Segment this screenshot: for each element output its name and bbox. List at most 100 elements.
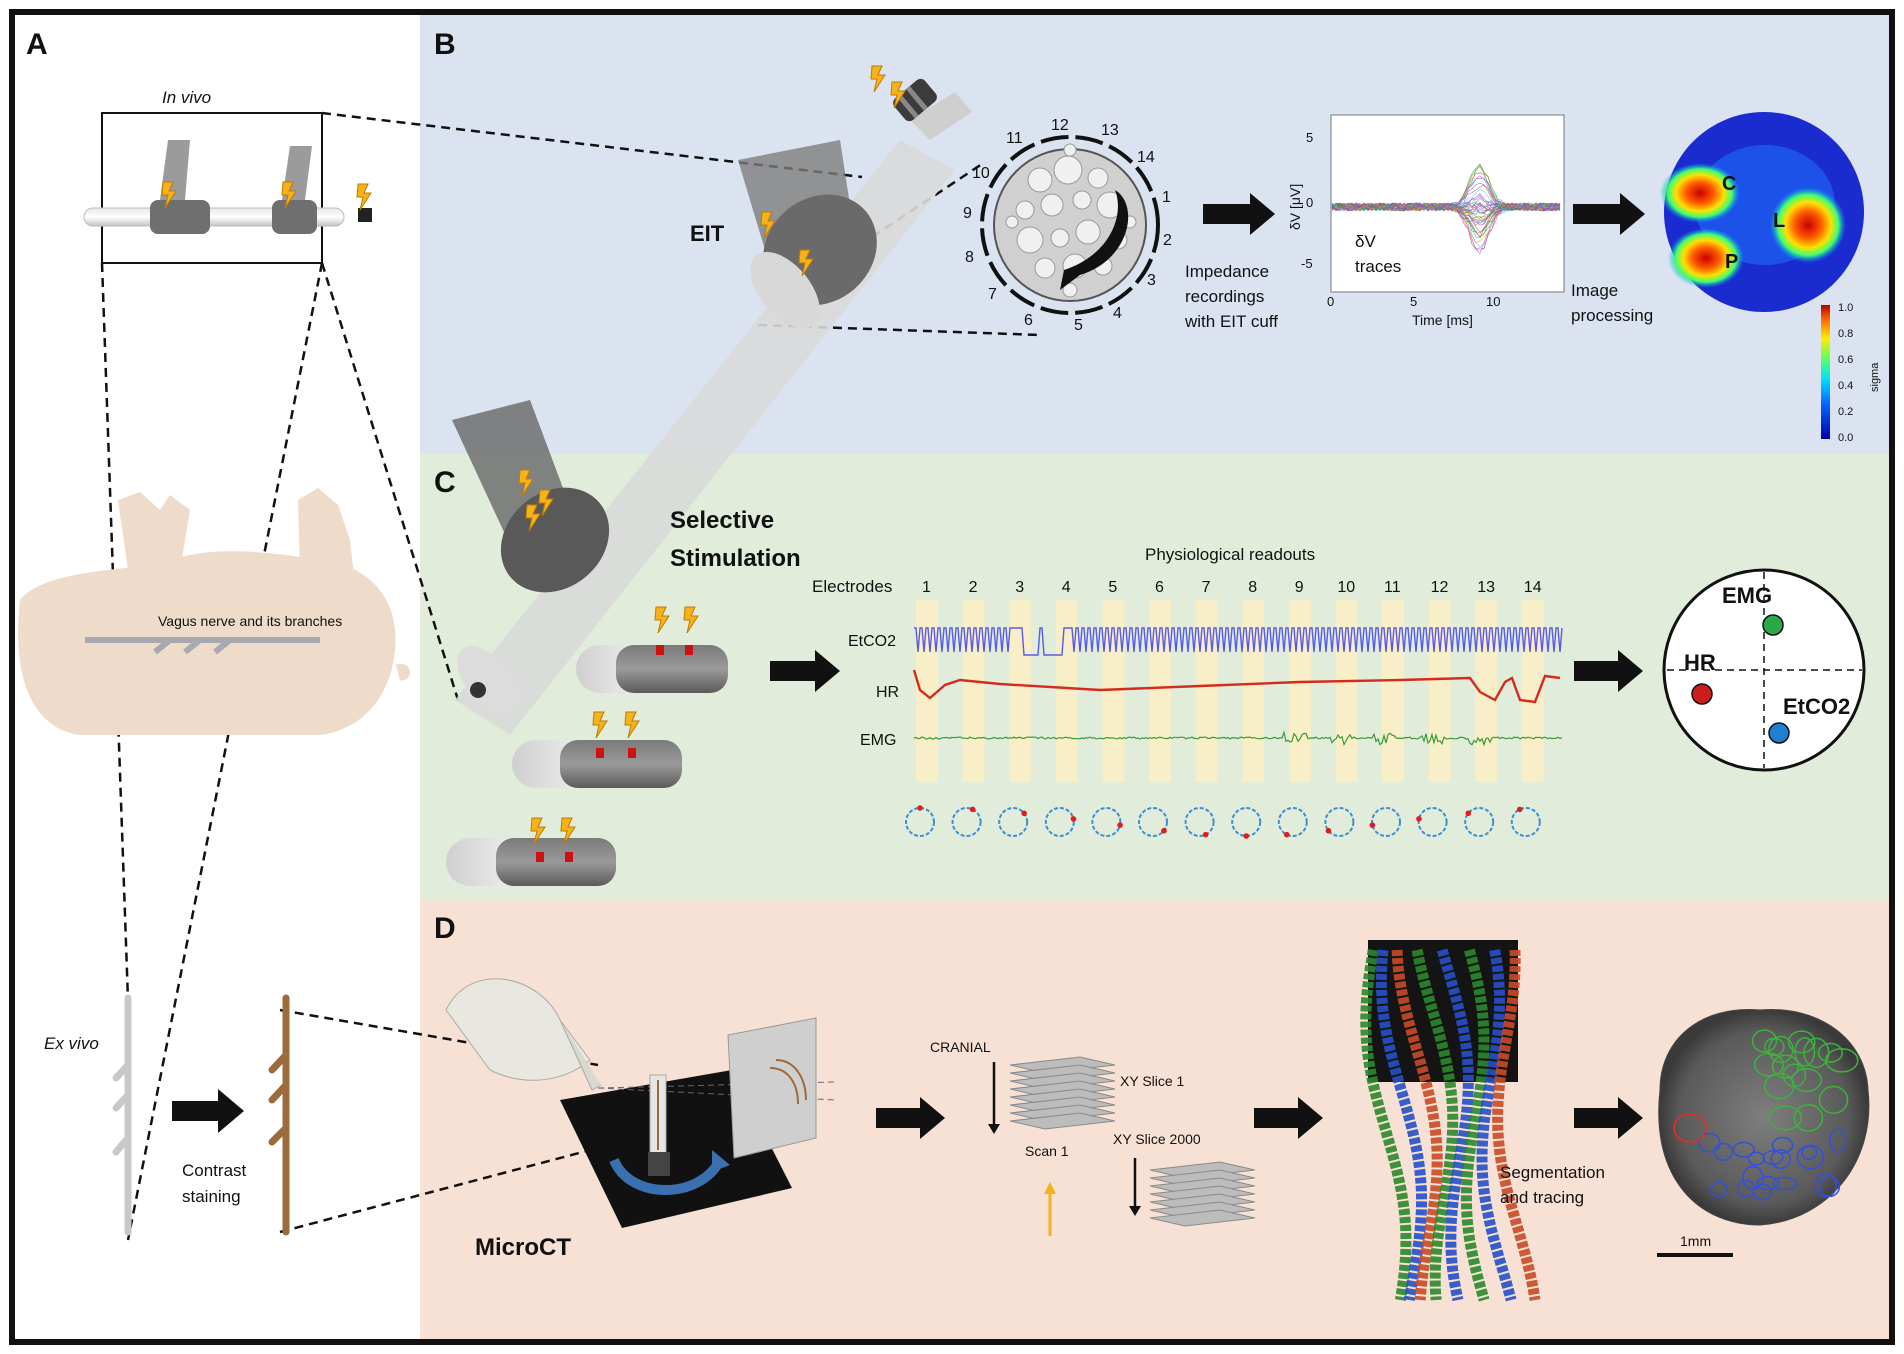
- hr-trace: [912, 669, 1561, 704]
- cs-electrode-10: 10: [972, 165, 990, 182]
- ct-fascicle-green: [1768, 1105, 1803, 1131]
- ct-fascicle-blue: [1771, 1136, 1794, 1154]
- panel-c-letter: C: [434, 466, 456, 499]
- electrode-column: [1009, 600, 1032, 782]
- ex-vivo-label: Ex vivo: [44, 1034, 99, 1053]
- ct-fascicle-blue: [1756, 1175, 1780, 1191]
- scalebar-label: 1mm: [1680, 1233, 1711, 1249]
- eit-label: EIT: [690, 221, 725, 246]
- trace-xtick-5: 5: [1410, 294, 1417, 309]
- contrast-label-1: Contrast: [182, 1161, 247, 1180]
- electrode-ring-icon: [1510, 807, 1541, 837]
- result-label-etco2: EtCO2: [1783, 694, 1850, 719]
- slice-plate: [1149, 1209, 1256, 1227]
- ct-fascicle-red: [1673, 1113, 1707, 1143]
- etco2-dot: [1768, 722, 1790, 744]
- cs-electrode-6: 6: [1024, 312, 1033, 329]
- electrodes-label: Electrodes: [812, 577, 892, 596]
- trace-ytick-5: 5: [1306, 130, 1313, 145]
- heatmap-label-l: L: [1773, 210, 1785, 232]
- dv-trace-line: [1331, 202, 1561, 237]
- trace-xlabel: Time [ms]: [1412, 312, 1473, 328]
- electrode-column: [1521, 600, 1544, 782]
- vagus-nerve-diagram: [85, 637, 320, 655]
- electrode-ring-icon: [1184, 807, 1215, 837]
- row-label-emg: EMG: [860, 732, 896, 749]
- electrode-number: 6: [1155, 579, 1164, 596]
- nerve-cross-section: [980, 135, 1160, 315]
- segmentation-label-2: and tracing: [1500, 1188, 1584, 1207]
- slice-stack-2: [1149, 1161, 1256, 1227]
- cs-electrode-12: 12: [1051, 117, 1069, 134]
- cs-electrode-11: 11: [1006, 130, 1023, 147]
- ct-fascicle-blue: [1713, 1142, 1733, 1162]
- cs-electrode-9: 9: [963, 205, 972, 222]
- cs-electrode-7: 7: [988, 286, 997, 303]
- arrow-d-3: [1574, 1097, 1643, 1139]
- electrode-ring-icon: [1091, 807, 1122, 837]
- ct-fascicle-green: [1818, 1085, 1849, 1115]
- physio-traces: [912, 627, 1563, 747]
- arrow-c-2: [1574, 650, 1643, 692]
- active-electrode-marker: [1416, 816, 1422, 822]
- ct-fascicle-green: [1751, 1029, 1778, 1053]
- cs-electrode-4: 4: [1113, 305, 1122, 322]
- cross-section-electrode-numbers: 1 2 3 4 5 6 7 8 9 10 11 12 13 14: [963, 117, 1172, 334]
- ct-fascicle-green: [1803, 1037, 1830, 1069]
- emg-trace: [913, 730, 1563, 747]
- contrast-label-2: staining: [182, 1187, 241, 1206]
- image-processing-label-2: processing: [1571, 306, 1653, 325]
- arrow-b-1: [1203, 193, 1275, 235]
- arrow-c-1: [770, 650, 840, 692]
- electrode-ring-icon: [998, 807, 1029, 837]
- impedance-label-3: with EIT cuff: [1184, 312, 1278, 331]
- slice-stack-1: [1009, 1056, 1116, 1130]
- panel-b-letter: B: [434, 28, 456, 61]
- row-label-hr: HR: [876, 684, 899, 701]
- electrode-number: 3: [1015, 579, 1024, 596]
- panel-d-letter: D: [434, 912, 456, 945]
- active-electrode-marker: [1243, 833, 1249, 839]
- ct-fascicle-blue: [1732, 1141, 1755, 1158]
- hr-dot: [1691, 683, 1713, 705]
- stained-nerve: [268, 994, 290, 1236]
- cbar-tick-00: 0.0: [1838, 432, 1853, 444]
- segmentation-render: [1360, 940, 1541, 1302]
- ct-fascicle-green: [1782, 1063, 1807, 1088]
- electrode-column: [916, 600, 938, 782]
- dv-trace-plot: 5 0 -5 0 5 10 Time [ms] δV [μV] δV trace…: [1287, 114, 1565, 328]
- electrode-ring-icon: [1371, 807, 1401, 837]
- electrode-ring-icon: [1417, 807, 1448, 837]
- active-electrode-marker: [1325, 827, 1332, 834]
- fascicle-track: [1375, 949, 1428, 1301]
- cbar-tick-02: 0.2: [1838, 406, 1853, 418]
- selective-label-1: Selective: [670, 507, 774, 534]
- electrode-number: 7: [1202, 579, 1211, 596]
- physio-title: Physiological readouts: [1145, 545, 1315, 564]
- active-electrode-marker: [1161, 827, 1167, 834]
- heatmap-label-p: P: [1725, 251, 1738, 273]
- ct-fascicle-green: [1771, 1054, 1800, 1079]
- trace-xtick-0: 0: [1327, 294, 1334, 309]
- electrode-ring-icon: [1464, 807, 1495, 837]
- ct-fascicle-blue: [1762, 1150, 1784, 1166]
- ct-fascicle-blue: [1829, 1128, 1847, 1153]
- electrode-number: 14: [1524, 579, 1542, 596]
- trace-ytick-0: 0: [1306, 195, 1313, 210]
- fascicle-track: [1411, 948, 1459, 1301]
- ct-fascicle-blue: [1796, 1144, 1825, 1170]
- fascicle-track: [1360, 949, 1412, 1301]
- electrode-number: 11: [1384, 579, 1401, 596]
- fascicle-track: [1436, 948, 1474, 1302]
- result-map: [1662, 568, 1866, 772]
- segmentation-label-1: Segmentation: [1500, 1163, 1605, 1182]
- cbar-tick-04: 0.4: [1838, 380, 1853, 392]
- electrode-ring-icon: [1277, 807, 1308, 837]
- cbar-tick-1: 1.0: [1838, 302, 1853, 314]
- electrode-number: 4: [1062, 579, 1071, 596]
- stim-cuff-2: [512, 711, 682, 788]
- black-arrow-a: [172, 1089, 244, 1133]
- trace-annotation-1: δV: [1355, 232, 1376, 251]
